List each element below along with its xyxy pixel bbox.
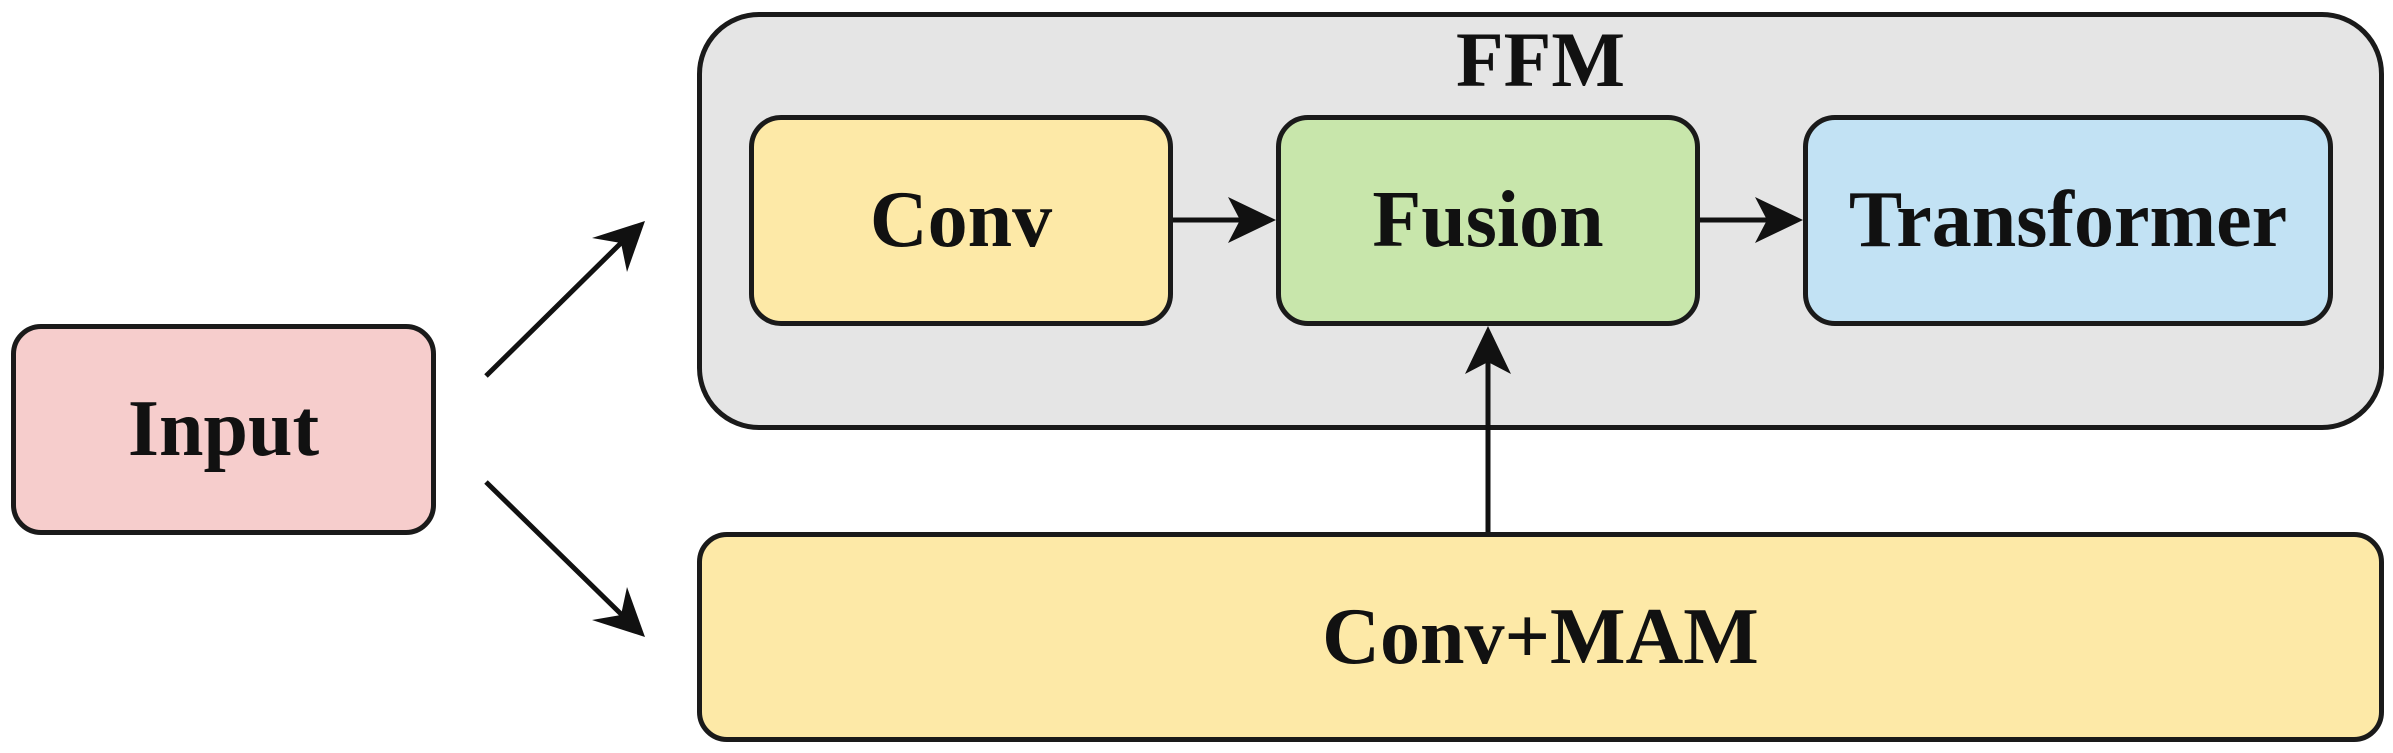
fusion-label: Fusion bbox=[1372, 176, 1604, 264]
transformer-label: Transformer bbox=[1848, 176, 2288, 264]
arrow-input-to-convmam bbox=[484, 480, 645, 637]
fusion-node: Fusion bbox=[1276, 115, 1700, 326]
transformer-node: Transformer bbox=[1803, 115, 2333, 326]
ffm-title: FFM bbox=[1456, 16, 1625, 103]
conv-label: Conv bbox=[869, 176, 1053, 264]
conv-node: Conv bbox=[749, 115, 1173, 326]
conv-mam-node: Conv+MAM bbox=[697, 532, 2384, 742]
input-label: Input bbox=[127, 385, 320, 473]
conv-mam-label: Conv+MAM bbox=[1322, 592, 1759, 681]
arrow-input-to-ffm bbox=[484, 221, 645, 378]
input-node: Input bbox=[11, 324, 436, 535]
